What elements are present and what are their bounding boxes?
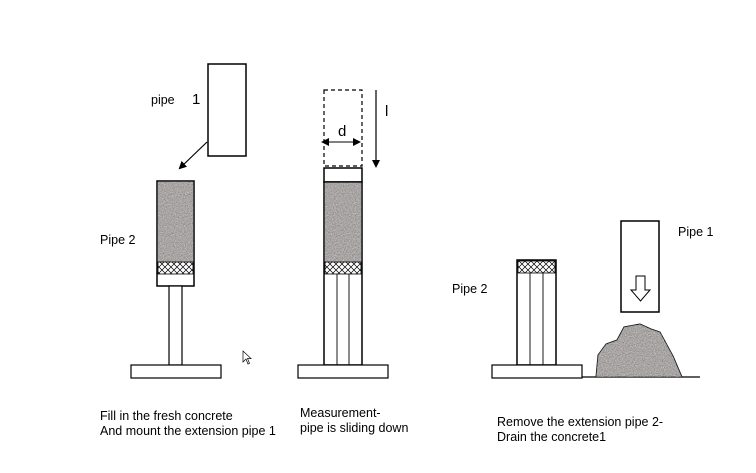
step3-mesh — [517, 260, 556, 274]
step1-stand — [168, 285, 183, 366]
step2-figure — [297, 89, 389, 379]
label-pipe-number: 1 — [192, 91, 200, 108]
label-pipe: pipe — [151, 93, 175, 107]
label-dimension-d: d — [338, 123, 346, 140]
step3-base — [491, 364, 583, 379]
caption-step3: Remove the extension pipe 2- Drain the c… — [497, 415, 663, 445]
step1-concrete-grain — [158, 182, 193, 262]
step1-pipe1 — [207, 63, 247, 157]
step2-concrete-grain — [325, 183, 361, 262]
step2-pipe-top — [323, 167, 363, 183]
step1-base — [130, 364, 222, 379]
label-pipe2-left: Pipe 2 — [100, 233, 135, 247]
mouse-pointer-icon — [242, 350, 252, 365]
label-pipe2-right: Pipe 2 — [452, 282, 487, 296]
caption-step2-line1: Measurement- — [300, 406, 381, 420]
step2-base — [297, 364, 389, 379]
step1-mesh — [157, 261, 194, 275]
step2-mesh — [324, 261, 362, 275]
caption-step1-line2: And mount the extension pipe 1 — [100, 424, 276, 438]
caption-step2: Measurement- pipe is sliding down — [300, 406, 408, 436]
step3-pipe2 — [516, 259, 557, 366]
label-pipe1-right: Pipe 1 — [678, 225, 713, 239]
arrow-down-icon — [629, 275, 652, 302]
caption-step3-line2: Drain the concrete1 — [497, 430, 607, 444]
step3-figure — [491, 220, 700, 379]
caption-step1-line1: Fill in the fresh concrete — [100, 409, 233, 423]
label-dimension-l: l — [385, 103, 388, 120]
step2-pipe1-dashed — [323, 89, 363, 167]
step1-figure — [130, 63, 247, 379]
caption-step3-line1: Remove the extension pipe 2- — [497, 415, 664, 429]
step1-mount-arrow — [178, 141, 208, 170]
caption-step1: Fill in the fresh concrete And mount the… — [100, 409, 276, 439]
caption-step2-line2: pipe is sliding down — [300, 421, 409, 435]
step3-concrete-heap-grain — [596, 324, 682, 377]
